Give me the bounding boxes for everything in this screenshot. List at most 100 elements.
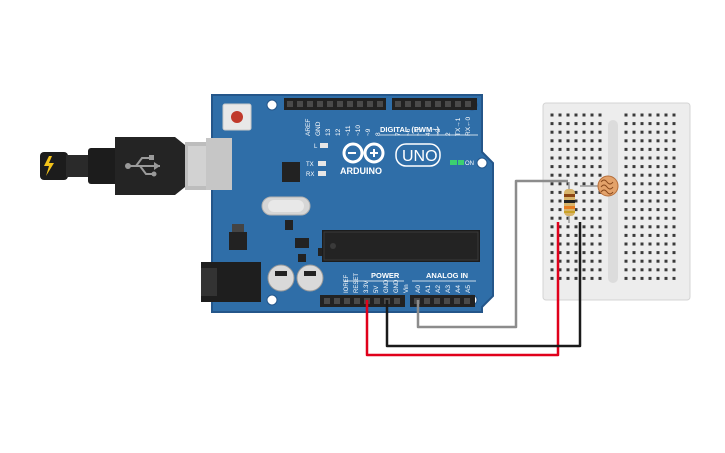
breadboard-hole (550, 182, 554, 186)
breadboard-hole (590, 113, 594, 117)
breadboard-hole (558, 182, 562, 186)
usb-cable[interactable] (40, 137, 225, 195)
breadboard-hole (574, 182, 578, 186)
breadboard-hole (566, 276, 570, 280)
breadboard-hole (664, 165, 668, 169)
resistor[interactable] (564, 182, 575, 223)
breadboard-hole (598, 147, 602, 151)
breadboard-hole (574, 165, 578, 169)
breadboard-hole (640, 156, 644, 160)
breadboard-hole (566, 251, 570, 255)
breadboard-hole (598, 259, 602, 263)
breadboard-hole (648, 268, 652, 272)
breadboard-hole (632, 182, 636, 186)
breadboard-hole (648, 139, 652, 143)
usb-b-socket (206, 138, 232, 190)
breadboard-hole (558, 225, 562, 229)
dc-power-jack[interactable] (201, 262, 261, 302)
breadboard-hole (590, 199, 594, 203)
pin-label: A3 (445, 285, 452, 293)
breadboard-hole (566, 156, 570, 160)
breadboard-hole (598, 199, 602, 203)
breadboard-hole (648, 130, 652, 134)
arduino-uno-board[interactable]: AREF GND 13 12 ~11 ~10 ~9 8 7 ~6 ~5 4 ~3… (201, 94, 494, 313)
breadboard-hole (624, 182, 628, 186)
breadboard-hole (582, 156, 586, 160)
breadboard-hole (672, 139, 676, 143)
breadboard-holes (550, 113, 676, 280)
breadboard-hole (566, 225, 570, 229)
breadboard-hole (648, 199, 652, 203)
capacitors (267, 264, 324, 292)
breadboard-hole (656, 199, 660, 203)
breadboard-hole (632, 190, 636, 194)
breadboard-hole (648, 122, 652, 126)
breadboard-hole (574, 259, 578, 263)
breadboard-hole (632, 113, 636, 117)
pin-label: ~11 (345, 125, 352, 136)
breadboard-hole (656, 251, 660, 255)
breadboard-hole (558, 276, 562, 280)
pin-label: 12 (335, 128, 342, 136)
pin-label: A4 (455, 285, 462, 293)
breadboard-hole (624, 276, 628, 280)
usb-icon (125, 155, 160, 177)
wire-gray-a0 (416, 179, 568, 329)
breadboard-hole (550, 276, 554, 280)
breadboard-hole (550, 199, 554, 203)
breadboard-hole (566, 242, 570, 246)
breadboard-hole (672, 199, 676, 203)
breadboard-hole (632, 276, 636, 280)
pin-label: GND (384, 279, 390, 293)
breadboard-hole (598, 165, 602, 169)
breadboard-hole (664, 113, 668, 117)
pin-label: 8 (375, 132, 382, 136)
pin-label: TX→1 (455, 117, 462, 136)
reset-button[interactable] (222, 103, 252, 131)
photoresistor[interactable] (580, 175, 619, 197)
breadboard-hole (664, 268, 668, 272)
breadboard-hole (582, 216, 586, 220)
breadboard-hole (624, 225, 628, 229)
breadboard-hole (632, 156, 636, 160)
breadboard-hole (598, 139, 602, 143)
breadboard-hole (598, 208, 602, 212)
breadboard-hole (672, 251, 676, 255)
breadboard-hole (566, 139, 570, 143)
l-led-label: L (314, 144, 318, 150)
breadboard-hole (624, 190, 628, 194)
breadboard-hole (550, 122, 554, 126)
breadboard-hole (648, 259, 652, 263)
breadboard-hole (550, 251, 554, 255)
breadboard-hole (582, 268, 586, 272)
breadboard-hole (648, 208, 652, 212)
breadboard-hole (598, 173, 602, 177)
breadboard-hole (648, 173, 652, 177)
breadboard-hole (558, 242, 562, 246)
smd-component (295, 238, 309, 248)
breadboard-hole (664, 130, 668, 134)
pin-label: 5V (374, 286, 380, 293)
pin-label: ~5 (415, 128, 422, 136)
breadboard-hole (566, 259, 570, 263)
wire-black-gnd (385, 222, 582, 348)
breadboard-hole (664, 122, 668, 126)
breadboard-hole (632, 233, 636, 237)
breadboard-hole (590, 208, 594, 212)
breadboard-hole (656, 225, 660, 229)
breadboard-hole (624, 208, 628, 212)
breadboard-hole (574, 199, 578, 203)
breadboard-hole (558, 268, 562, 272)
breadboard-hole (656, 173, 660, 177)
center-channel (608, 120, 618, 283)
breadboard-hole (558, 199, 562, 203)
breadboard-hole (648, 147, 652, 151)
breadboard-hole (574, 130, 578, 134)
breadboard-hole (632, 225, 636, 229)
breadboard-hole (598, 268, 602, 272)
breadboard-hole (640, 259, 644, 263)
breadboard-hole (558, 173, 562, 177)
breadboard-hole (590, 242, 594, 246)
breadboard-hole (550, 268, 554, 272)
breadboard-hole (664, 199, 668, 203)
